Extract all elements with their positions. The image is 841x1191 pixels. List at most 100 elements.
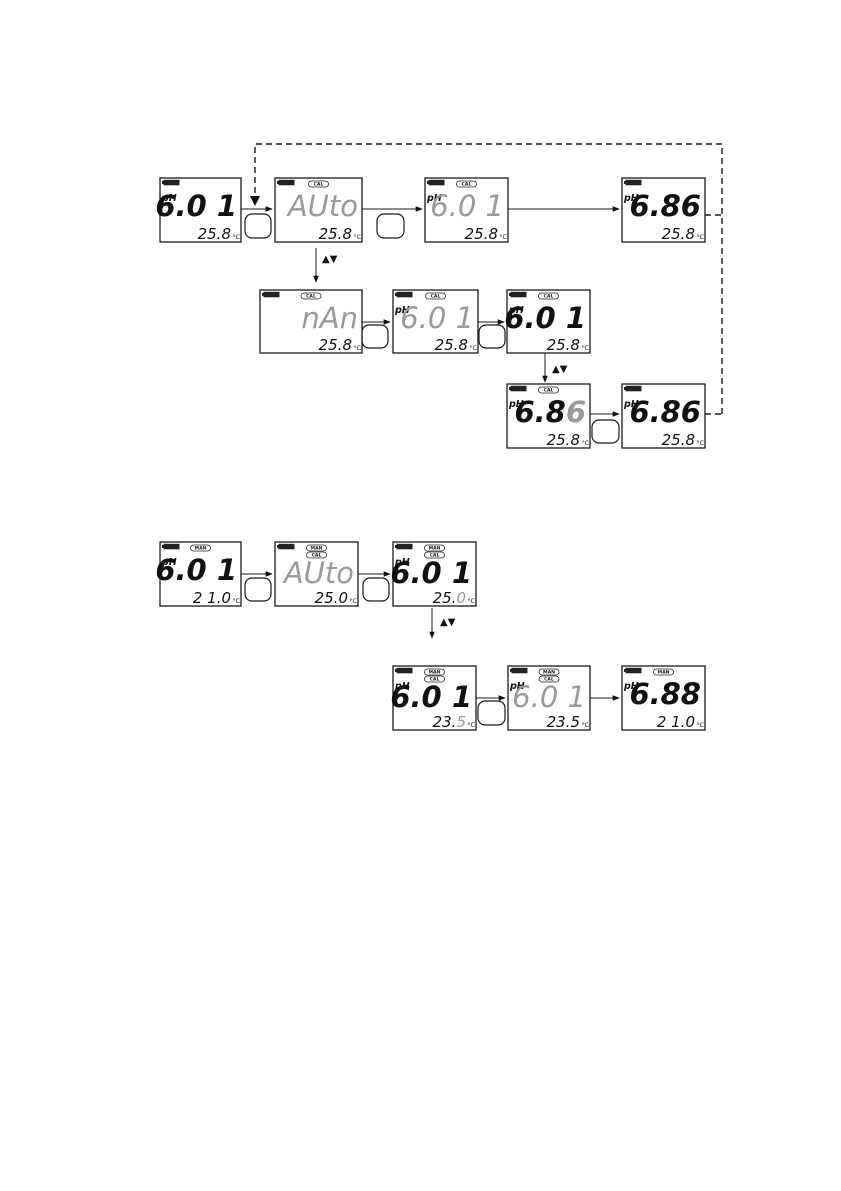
key-button-2 xyxy=(376,213,405,239)
main-reading-value: 6.8 xyxy=(514,395,565,429)
temperature-value: 25.8 xyxy=(465,225,498,243)
badge-label: MAN xyxy=(311,546,323,552)
connectors-bottom xyxy=(241,571,620,701)
updown-icon: ▲▼ xyxy=(440,617,456,628)
main-reading: 6.0 1 xyxy=(390,680,472,714)
badge-label: CAL xyxy=(306,294,316,300)
badge-label: MAN xyxy=(429,546,441,552)
main-reading-value: 6.0 1 xyxy=(390,556,472,590)
battery-icon xyxy=(509,385,527,392)
badge-cal: CAL xyxy=(456,180,477,188)
ph-label: pH xyxy=(394,681,410,692)
main-reading-value: 6.88 xyxy=(629,677,701,711)
badge-label: CAL xyxy=(430,677,440,683)
temperature-value: 25.8 xyxy=(547,336,580,354)
main-reading: 6.0 1 xyxy=(504,301,586,335)
temperature-value: 25.8 xyxy=(319,336,352,354)
battery-icon xyxy=(162,543,180,550)
temperature-value: 2 1.0 xyxy=(657,713,695,731)
battery-icon xyxy=(162,179,180,186)
ph-label: pH xyxy=(394,305,410,316)
celsius-unit: °C xyxy=(581,721,589,729)
celsius-unit: °C xyxy=(349,597,357,605)
badge-label: MAN xyxy=(658,670,670,676)
main-reading-value: 6.0 1 xyxy=(390,680,472,714)
battery-icon xyxy=(624,179,642,186)
main-reading: AUto xyxy=(286,189,358,223)
battery-icon xyxy=(277,543,295,550)
main-reading: 6.0 1 xyxy=(400,301,474,335)
temperature-value: 25.8 xyxy=(662,225,695,243)
temperature-tail: 5 xyxy=(456,713,466,731)
key-button-8 xyxy=(477,700,506,726)
main-reading: 6.0 1 xyxy=(155,189,237,223)
battery-icon xyxy=(395,543,413,550)
temperature-reading: 25.0 xyxy=(315,589,348,607)
main-reading: 6.0 1 xyxy=(512,680,586,714)
lcd-frame xyxy=(159,541,242,607)
celsius-unit: °C xyxy=(696,721,704,729)
temperature-reading: 25.0 xyxy=(433,589,466,607)
temperature-tail: 0 xyxy=(456,589,466,607)
connectors-top xyxy=(241,143,723,417)
main-reading-value: AUto xyxy=(282,556,354,590)
badge-label: CAL xyxy=(544,677,554,683)
celsius-unit: °C xyxy=(696,439,704,447)
ph-label: pH xyxy=(623,399,639,410)
temperature-reading: 23.5 xyxy=(547,713,580,731)
battery-icon xyxy=(509,291,527,298)
lcd-panel-p6: CAL pH6.0 125.8°C xyxy=(392,289,479,354)
temperature-reading: 25.8 xyxy=(435,336,468,354)
ph-label: pH xyxy=(394,557,410,568)
badge-cal: CAL xyxy=(300,292,322,300)
updown-icon: ▲▼ xyxy=(322,254,338,265)
temperature-value: 25.8 xyxy=(319,225,352,243)
temperature-reading: 2 1.0 xyxy=(657,713,695,731)
temperature-value: 25.0 xyxy=(315,589,348,607)
main-reading: 6.86 xyxy=(629,189,701,223)
ph-label: pH xyxy=(623,193,639,204)
lcd-frame xyxy=(506,289,591,354)
celsius-unit: °C xyxy=(232,233,240,241)
ph-label: pH xyxy=(161,193,177,204)
key-button-7 xyxy=(362,577,390,602)
main-reading: 6.88 xyxy=(629,677,701,711)
main-reading-value: 6.0 1 xyxy=(504,301,586,335)
celsius-unit: °C xyxy=(469,344,477,352)
badge-cal: CAL xyxy=(425,292,446,300)
battery-icon xyxy=(427,179,445,186)
main-reading-value: 6.86 xyxy=(629,189,701,223)
dashed-return-arrowhead xyxy=(250,196,260,206)
temperature-value: 25.8 xyxy=(198,225,231,243)
lcd-frame xyxy=(274,177,363,243)
lcd-frame xyxy=(392,665,477,731)
temperature-value: 25.8 xyxy=(435,336,468,354)
battery-icon xyxy=(277,179,295,186)
main-reading: 6.86 xyxy=(629,395,701,429)
lcd-frame xyxy=(259,289,363,354)
badge-man: MAN xyxy=(190,544,211,552)
updown-markers: ▲▼ ▲▼ ▲▼ xyxy=(322,254,568,628)
badge-man: MAN xyxy=(653,668,674,676)
ph-label: pH xyxy=(508,305,524,316)
badge-man: MAN xyxy=(424,668,445,676)
main-reading-value: 6.0 1 xyxy=(155,189,237,223)
temperature-reading: 25.8 xyxy=(198,225,231,243)
temperature-reading: 25.8 xyxy=(465,225,498,243)
celsius-unit: °C xyxy=(232,597,240,605)
ph-label: pH xyxy=(161,557,177,568)
main-reading-tail: 6 xyxy=(566,395,586,429)
main-reading: 6.86 xyxy=(514,395,586,429)
main-reading-value: 6.0 1 xyxy=(430,189,504,223)
temperature-reading: 25.8 xyxy=(662,225,695,243)
lcd-frame xyxy=(392,289,479,354)
